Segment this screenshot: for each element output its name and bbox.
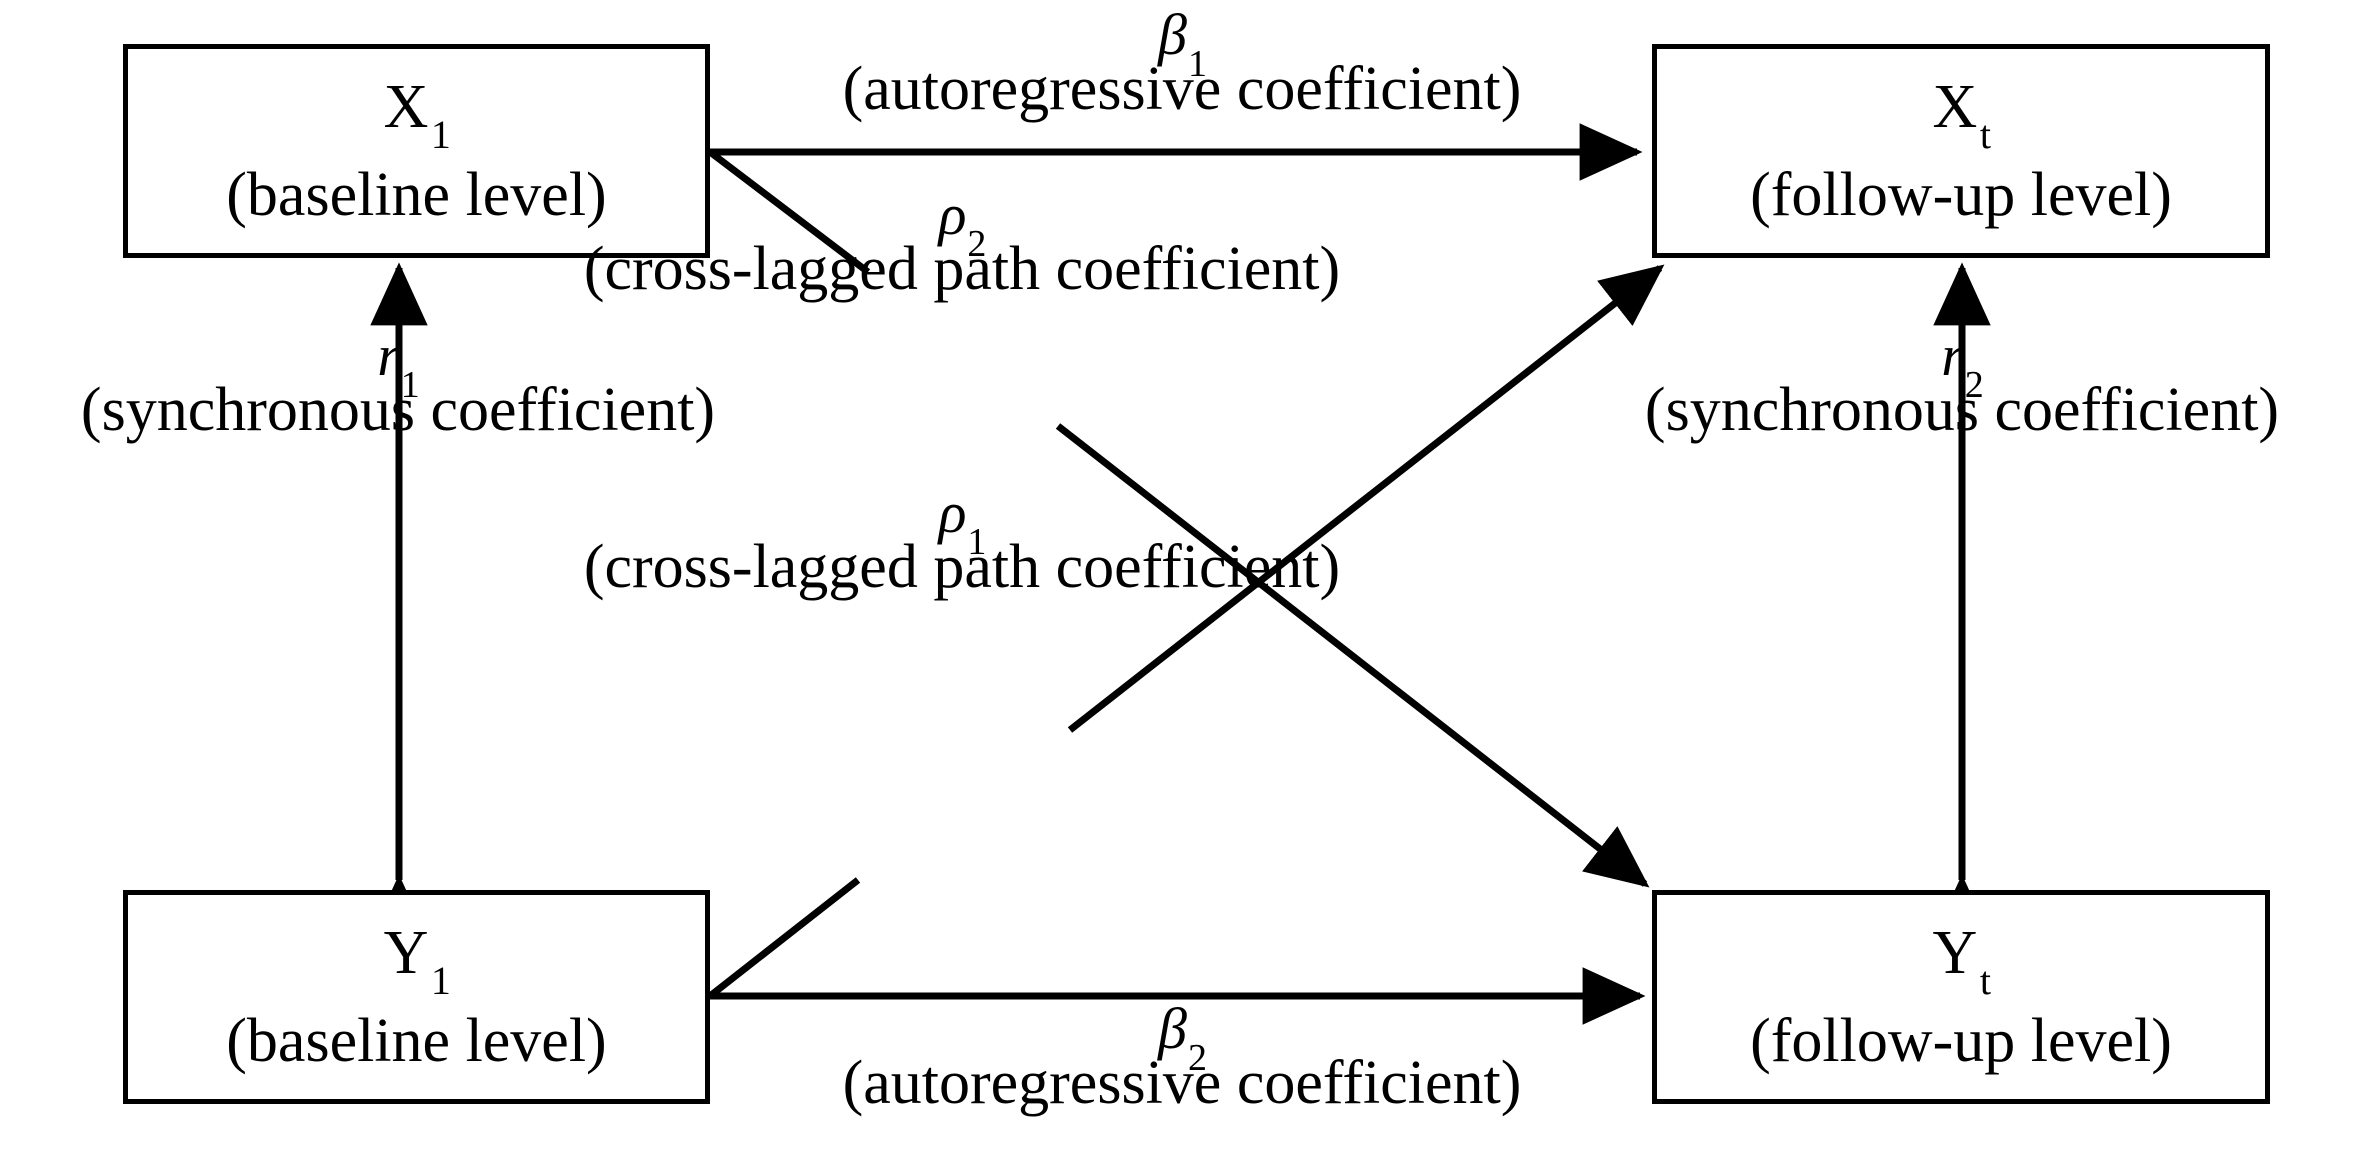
label-rho2-subscript: 2 bbox=[967, 222, 987, 265]
label-beta1-subscript: 1 bbox=[1187, 42, 1207, 85]
node-x-baseline-symbol: X1 bbox=[383, 73, 452, 158]
label-beta2-symbol: β2 bbox=[1158, 996, 1207, 1079]
label-rho2-symbol: ρ2 bbox=[938, 182, 987, 265]
label-rho2-description: (cross-lagged path coefficient) bbox=[583, 235, 1341, 303]
label-beta1-description: (autoregressive coefficient) bbox=[842, 55, 1522, 123]
leader-line-rho1 bbox=[707, 877, 861, 999]
arrow-rho2-x1-to-yt bbox=[1055, 423, 1650, 888]
node-y-baseline-subscript: 1 bbox=[430, 958, 452, 1004]
node-y-followup-subscript: t bbox=[1979, 958, 1992, 1004]
label-rho2: ρ2 (cross-lagged path coefficient) bbox=[583, 182, 1341, 303]
label-r1: r1 (synchronous coefficient) bbox=[80, 323, 716, 444]
label-rho1: ρ1 (cross-lagged path coefficient) bbox=[583, 480, 1341, 601]
node-y-followup-symbol: Yt bbox=[1932, 919, 1992, 1004]
label-r2: r2 (synchronous coefficient) bbox=[1644, 323, 2280, 444]
node-x-baseline-description: (baseline level) bbox=[226, 161, 607, 229]
label-rho1-description: (cross-lagged path coefficient) bbox=[583, 533, 1341, 601]
label-beta2-subscript: 2 bbox=[1187, 1036, 1207, 1079]
node-x-followup[interactable]: Xt (follow-up level) bbox=[1652, 44, 2270, 258]
label-beta1: β1 (autoregressive coefficient) bbox=[842, 2, 1522, 123]
label-r1-symbol: r1 bbox=[377, 323, 420, 406]
node-y-baseline-description: (baseline level) bbox=[226, 1007, 607, 1075]
label-rho1-subscript: 1 bbox=[967, 520, 987, 563]
node-y-baseline[interactable]: Y1 (baseline level) bbox=[123, 890, 710, 1104]
node-x-followup-description: (follow-up level) bbox=[1750, 161, 2172, 229]
leader-line-rho2 bbox=[707, 149, 871, 275]
label-r2-subscript: 2 bbox=[1964, 363, 1984, 406]
arrow-rho1-y1-to-xt bbox=[1067, 264, 1665, 733]
label-rho1-symbol: ρ1 bbox=[938, 480, 987, 563]
label-r2-description: (synchronous coefficient) bbox=[1644, 376, 2280, 444]
node-x-baseline[interactable]: X1 (baseline level) bbox=[123, 44, 710, 258]
node-x-followup-symbol: Xt bbox=[1932, 73, 1992, 158]
node-y-followup-description: (follow-up level) bbox=[1750, 1007, 2172, 1075]
node-y-followup[interactable]: Yt (follow-up level) bbox=[1652, 890, 2270, 1104]
label-beta2-description: (autoregressive coefficient) bbox=[842, 1049, 1522, 1117]
label-r1-description: (synchronous coefficient) bbox=[80, 376, 716, 444]
node-y-baseline-symbol: Y1 bbox=[383, 919, 452, 1004]
label-beta1-symbol: β1 bbox=[1158, 2, 1207, 85]
label-r1-subscript: 1 bbox=[400, 363, 420, 406]
node-x-baseline-subscript: 1 bbox=[430, 112, 452, 158]
label-beta2: β2 (autoregressive coefficient) bbox=[842, 996, 1522, 1117]
node-x-followup-subscript: t bbox=[1979, 112, 1992, 158]
label-r2-symbol: r2 bbox=[1941, 323, 1984, 406]
